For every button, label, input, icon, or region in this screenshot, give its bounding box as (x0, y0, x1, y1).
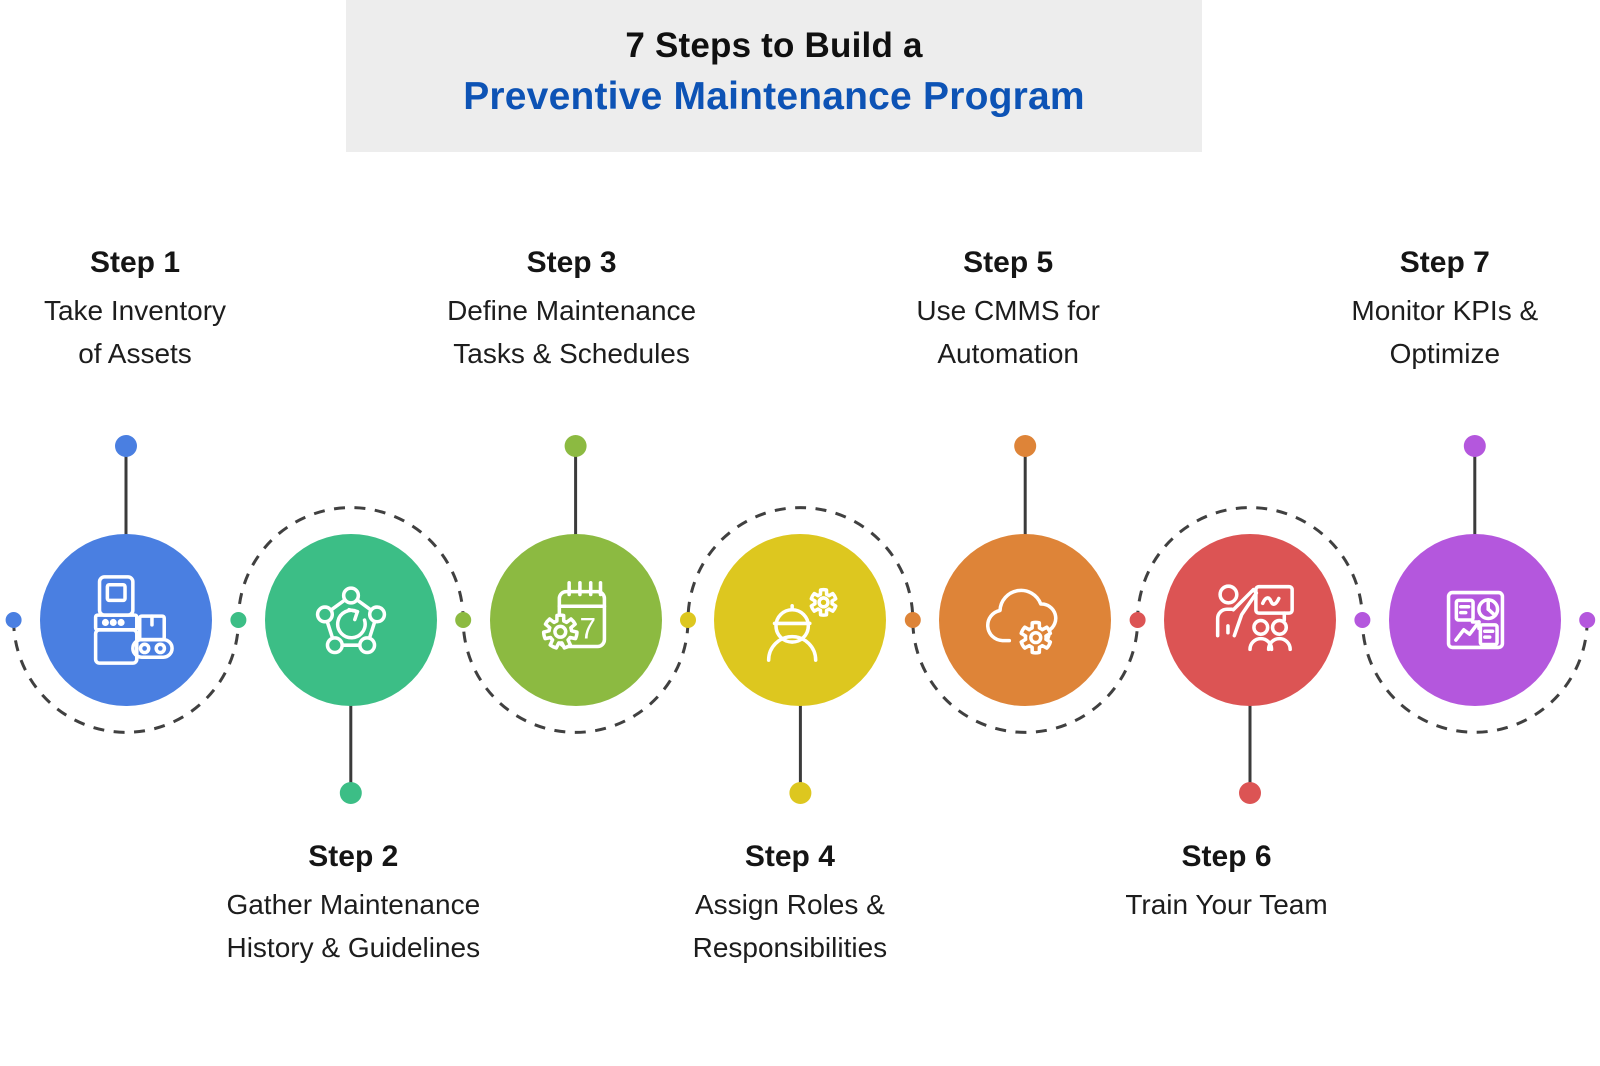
stem-dot (339, 782, 362, 804)
step-description-line: Tasks & Schedules (453, 338, 690, 369)
step-description-line: Train Your Team (1125, 889, 1328, 920)
step-6-circle (1164, 534, 1336, 706)
step-description-line: Gather Maintenance (226, 889, 481, 920)
machine-conveyor-icon (93, 575, 174, 665)
step-description-line: Define Maintenance (447, 295, 697, 326)
kpi-dashboard-icon (1446, 590, 1505, 650)
junction-dot (1129, 612, 1146, 628)
step-description-line: of Assets (78, 338, 192, 369)
junction-dot (230, 612, 247, 628)
junction-dot (680, 612, 696, 628)
step-4-circle (714, 534, 887, 706)
step-1-label: Step 1 Take Inventory of Assets (0, 246, 335, 375)
flow-dashed-path (12, 506, 1589, 734)
step-description-line: History & Guidelines (226, 932, 481, 963)
junction-dot (1579, 612, 1596, 628)
training-icon (1215, 584, 1294, 652)
stem-dot (1239, 782, 1261, 804)
step-description-line: Optimize (1389, 338, 1501, 369)
step-7-label: Step 7 Monitor KPIs & Optimize (1245, 246, 1600, 375)
stem-dot (1014, 435, 1037, 457)
junction-dot (5, 612, 22, 628)
stem-dot (789, 782, 812, 804)
step-7-circle (1388, 534, 1561, 706)
step-description-line: Assign Roles & (694, 889, 885, 920)
step-number: Step 1 (89, 246, 181, 279)
calendar-gear-icon: 7 (541, 580, 606, 650)
svg-text:7: 7 (579, 613, 595, 646)
step-2-circle (264, 534, 437, 706)
junction-dot (455, 612, 472, 628)
pentagon-history-icon (315, 586, 386, 655)
cloud-gear-icon (986, 588, 1058, 655)
step-3-circle (489, 534, 662, 706)
step-description-line: Take Inventory (43, 295, 227, 326)
step-number: Step 6 (1181, 840, 1272, 873)
page-title-line-1: 7 Steps to Build a (625, 26, 923, 65)
junction-dot (904, 612, 921, 628)
step-description-line: Responsibilities (692, 932, 888, 963)
page-title-line-2: Preventive Maintenance Program (463, 75, 1085, 118)
step-5-circle (939, 534, 1112, 706)
step-description-line: Monitor KPIs & (1351, 295, 1539, 326)
step-number: Step 3 (526, 246, 617, 279)
junction-dot (1354, 612, 1371, 628)
header-box: 7 Steps to Build a Preventive Maintenanc… (346, 0, 1202, 152)
step-description-line: Automation (937, 338, 1079, 369)
step-number: Step 5 (963, 246, 1054, 279)
step-6-label: Step 6 Train Your Team (1027, 840, 1427, 926)
step-4-label: Step 4 Assign Roles & Responsibilities (590, 840, 990, 969)
step-number: Step 7 (1399, 246, 1490, 279)
step-description-line: Use CMMS for (916, 295, 1100, 326)
worker-gear-icon (767, 587, 838, 662)
stem-dot (564, 435, 587, 457)
step-number: Step 2 (308, 840, 399, 873)
stem-dot (115, 435, 137, 457)
stem-dot (1463, 435, 1486, 457)
step-number: Step 4 (744, 840, 835, 873)
step-1-circle (40, 534, 212, 706)
